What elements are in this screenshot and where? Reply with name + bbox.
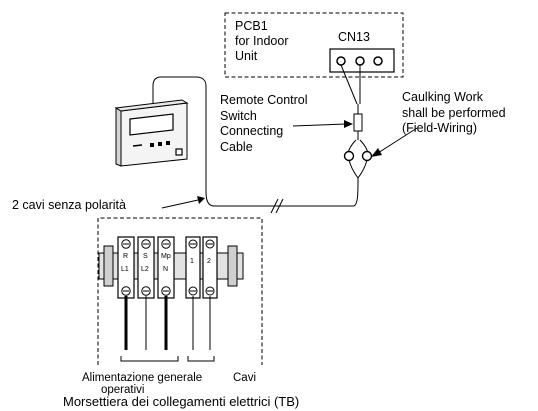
cable-sleeve: [353, 113, 363, 132]
arrowhead-remote-cable: [344, 120, 353, 128]
terminal-5-top: 2: [207, 258, 211, 265]
power-supply-bracket: [120, 356, 179, 362]
arrow-remote-cable: [292, 123, 347, 127]
no-polarity-label: 2 cavi senza polarità: [12, 198, 126, 212]
terminal-1-bottom: L1: [121, 266, 129, 273]
remote-switch-top: [114, 99, 189, 112]
operative-label: operativi: [101, 384, 145, 396]
crimp-right: [361, 150, 373, 162]
terminal-block-5: [202, 236, 218, 299]
terminal-block-1: [117, 236, 135, 299]
remote-switch-button-3: [166, 141, 170, 145]
terminal-4-top: 1: [190, 258, 194, 265]
cn13-pin-2: [355, 56, 365, 66]
remote-switch-side: [115, 107, 122, 167]
cable-break-mark-2: [275, 198, 284, 214]
cable-break-mark-1: [270, 198, 279, 214]
arrowhead-caulking: [371, 148, 382, 157]
remote-switch-logo: [132, 144, 143, 147]
cn13-label: CN13: [338, 30, 370, 44]
arrow-caulking: [377, 127, 418, 154]
cables-bracket: [187, 356, 215, 362]
remote-switch-button-2: [158, 142, 162, 146]
terminal-2-top: S: [143, 253, 148, 260]
remote-switch-run-button: [175, 148, 183, 156]
terminal-3-bottom: N: [163, 266, 169, 273]
terminal-board-end-right: [227, 245, 238, 287]
cn13-pin-3: [373, 56, 383, 66]
terminal-3-top: Mp: [161, 253, 171, 260]
arrow-no-polarity: [161, 199, 199, 209]
arrowhead-no-polarity: [197, 196, 205, 204]
terminal-board-end-left: [103, 245, 114, 287]
terminal-2-bottom: L2: [141, 266, 149, 273]
main-cable: [152, 76, 359, 207]
caulking-label: Caulking Work shall be performed (Field-…: [402, 90, 506, 135]
cables-label: Cavi: [233, 372, 257, 384]
cn13-pin-1: [336, 56, 346, 66]
cn13-wire-left: [340, 64, 358, 105]
splice-lower: [348, 159, 368, 179]
remote-switch-display: [129, 113, 174, 136]
terminal-1-top: R: [123, 253, 129, 260]
crimp-left: [343, 150, 355, 162]
pcb-title: PCB1 for Indoor Unit: [235, 19, 289, 63]
remote-cable-label: Remote Control Switch Connecting Cable: [220, 93, 308, 154]
remote-switch-button-1: [150, 143, 154, 147]
terminal-enclosure: [97, 217, 263, 365]
terminal-board-label: Morsettiera dei collegamenti elettrici (…: [63, 394, 300, 409]
terminal-block-4: [185, 236, 201, 299]
pcb-box: [224, 12, 404, 78]
power-supply-label: Alimentazione generale: [82, 372, 203, 384]
